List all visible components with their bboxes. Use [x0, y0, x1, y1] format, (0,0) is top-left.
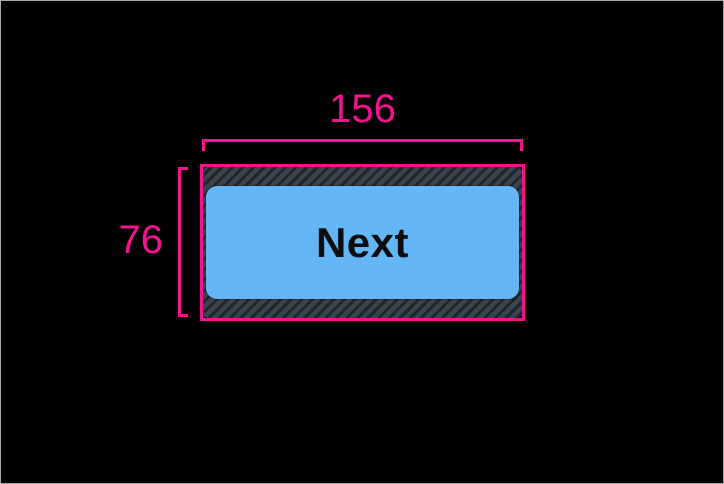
next-button-label: Next — [315, 218, 410, 266]
width-dimension-bracket — [202, 139, 523, 151]
next-button[interactable]: Next — [206, 186, 519, 299]
height-dimension-bracket — [178, 167, 188, 317]
padding-hatch-area: Next — [203, 167, 522, 318]
width-measurement-label: 156 — [329, 87, 396, 131]
height-measurement-label: 76 — [118, 218, 164, 262]
tap-target-highlight: Next — [200, 164, 525, 321]
